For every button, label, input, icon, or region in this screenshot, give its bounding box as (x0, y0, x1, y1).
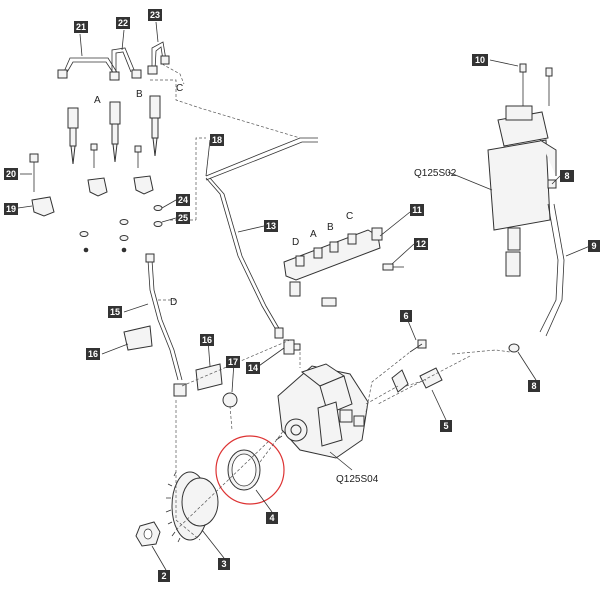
callout-16-right: 16 (200, 334, 214, 346)
svg-text:5: 5 (443, 421, 448, 431)
callout-15: 15 (108, 306, 122, 318)
svg-text:8: 8 (564, 171, 569, 181)
letter-b-rail: B (327, 222, 334, 233)
svg-text:18: 18 (212, 135, 222, 145)
return-hose (508, 203, 565, 353)
callout-14: 14 (246, 362, 260, 374)
svg-text:24: 24 (178, 195, 188, 205)
svg-text:17: 17 (228, 357, 238, 367)
callout-20: 20 (4, 168, 18, 180)
callout-8-bottom: 8 (528, 380, 540, 392)
hp-pump (275, 363, 369, 459)
callout-12: 12 (414, 238, 428, 250)
svg-text:21: 21 (76, 22, 86, 32)
callout-16-left: 16 (86, 348, 100, 360)
callout-4: 4 (266, 512, 278, 524)
reference-q125s04: Q125S04 (336, 474, 379, 485)
bolt-and-clamp-left (29, 153, 55, 217)
reference-q125s02: Q125S02 (414, 168, 457, 179)
callout-24: 24 (176, 194, 190, 206)
callout-11: 11 (410, 204, 424, 216)
callout-2: 2 (158, 570, 170, 582)
svg-text:2: 2 (161, 571, 166, 581)
common-rail (283, 227, 404, 307)
svg-text:10: 10 (475, 55, 485, 65)
svg-text:20: 20 (6, 169, 16, 179)
injector-pipes (57, 41, 170, 81)
callout-9: 9 (588, 240, 600, 252)
callout-22: 22 (116, 17, 130, 29)
callout-19: 19 (4, 203, 18, 215)
letter-a-rail: A (310, 229, 317, 240)
callout-21: 21 (74, 21, 88, 33)
svg-text:23: 23 (150, 10, 160, 20)
svg-text:13: 13 (266, 221, 276, 231)
svg-text:15: 15 (110, 307, 120, 317)
svg-text:8: 8 (531, 381, 536, 391)
svg-text:4: 4 (269, 513, 274, 523)
letter-a-injector: A (94, 95, 101, 106)
callout-23: 23 (148, 9, 162, 21)
drive-parts (135, 435, 285, 547)
svg-text:3: 3 (221, 559, 226, 569)
svg-text:22: 22 (118, 18, 128, 28)
svg-text:11: 11 (412, 205, 422, 215)
callout-8-top: 8 (560, 170, 574, 182)
callout-5: 5 (440, 420, 452, 432)
connection-lines (150, 63, 511, 541)
leak-off-line (205, 137, 318, 339)
callout-25: 25 (176, 212, 190, 224)
svg-text:6: 6 (403, 311, 408, 321)
svg-text:12: 12 (416, 239, 426, 249)
letter-c-rail: C (346, 211, 353, 222)
fuel-filter (487, 63, 557, 277)
svg-text:25: 25 (178, 213, 188, 223)
callout-18: 18 (210, 134, 224, 146)
letter-d-rail: D (292, 237, 299, 248)
highlight-circle (215, 435, 285, 505)
callout-3: 3 (218, 558, 230, 570)
letter-d-pipe: D (170, 297, 177, 308)
svg-text:16: 16 (88, 349, 98, 359)
svg-text:19: 19 (6, 204, 16, 214)
letter-c-injector: C (176, 83, 183, 94)
injectors (67, 95, 163, 253)
hp-pipe (123, 253, 301, 408)
pump-fittings (391, 339, 443, 393)
svg-text:16: 16 (202, 335, 212, 345)
svg-text:14: 14 (248, 363, 258, 373)
callout-17: 17 (226, 356, 240, 368)
letter-b-injector: B (136, 89, 143, 100)
callout-13: 13 (264, 220, 278, 232)
callout-10: 10 (472, 54, 488, 66)
callout-6: 6 (400, 310, 412, 322)
svg-text:9: 9 (591, 241, 596, 251)
leader-lines (17, 21, 591, 571)
